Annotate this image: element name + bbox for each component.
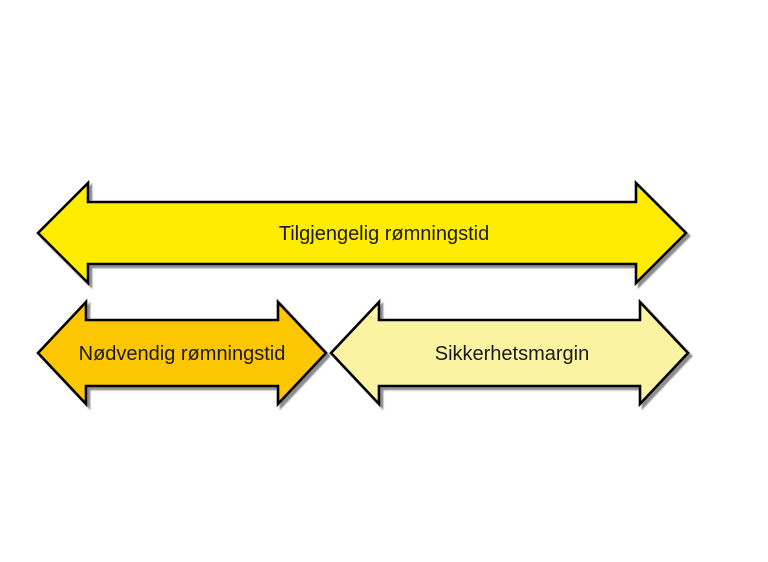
safety-margin-double-arrow: [329, 298, 690, 408]
available-evacuation-time-double-arrow: [36, 179, 688, 287]
required-evacuation-time-double-arrow: [36, 298, 328, 408]
safety-margin-label: Sikkerhetsmargin: [435, 343, 590, 365]
available-evacuation-time-arrow: Tilgjengelig rømningstid: [36, 179, 688, 287]
required-evacuation-time-arrow: Nødvendig rømningstid: [36, 298, 328, 408]
available-evacuation-time-label: Tilgjengelig rømningstid: [279, 223, 489, 245]
required-evacuation-time-label: Nødvendig rømningstid: [79, 343, 286, 365]
safety-margin-arrow: Sikkerhetsmargin: [329, 298, 690, 408]
